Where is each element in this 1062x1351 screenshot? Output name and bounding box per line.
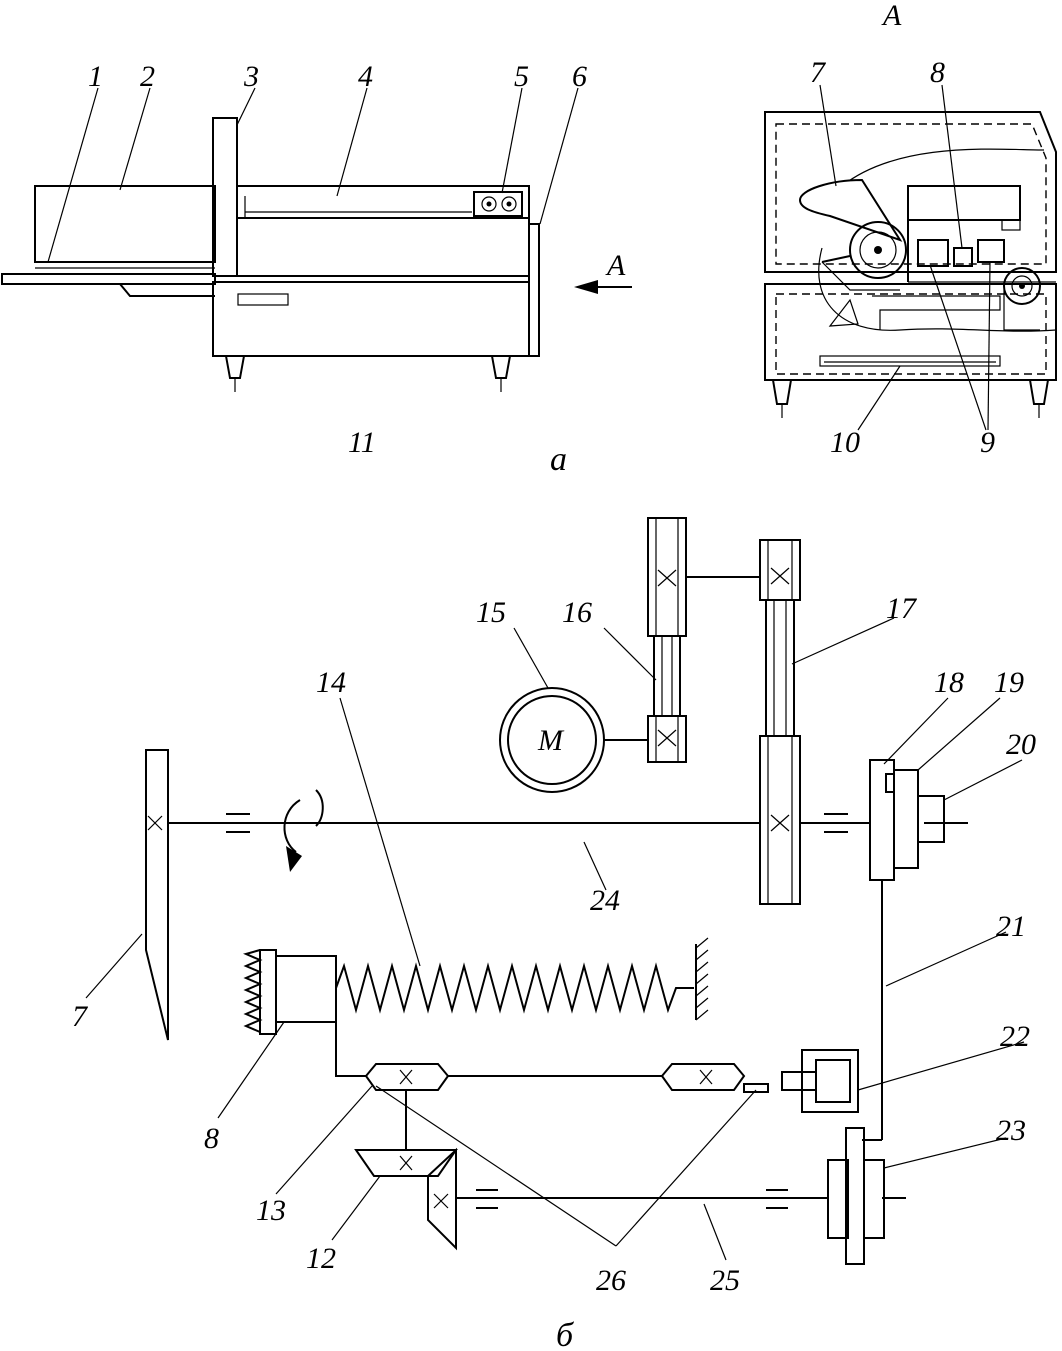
pulley-17-upper bbox=[759, 539, 801, 601]
gripper-8 bbox=[275, 955, 337, 1023]
spring-14 bbox=[335, 962, 694, 1014]
pulley-17-lower bbox=[759, 735, 801, 905]
caption-b: б bbox=[556, 1317, 575, 1351]
label-5: 5 bbox=[514, 60, 529, 93]
label-17: 17 bbox=[886, 592, 918, 625]
view-arrow-label: A bbox=[605, 249, 626, 282]
label-2: 2 bbox=[140, 60, 155, 93]
label-12: 12 bbox=[306, 1242, 336, 1275]
front-foot-right bbox=[1028, 379, 1050, 405]
label-7b: 7 bbox=[72, 1000, 89, 1033]
foot-left bbox=[224, 355, 246, 379]
label-20: 20 bbox=[1006, 728, 1036, 761]
label-1: 1 bbox=[88, 60, 103, 93]
guard-plate bbox=[212, 117, 238, 277]
sensor-block bbox=[953, 247, 973, 267]
feed-table bbox=[1, 273, 216, 285]
clutch-23-left bbox=[827, 1159, 849, 1239]
front-foot-left bbox=[771, 379, 793, 405]
belt-17 bbox=[765, 599, 795, 737]
clutch-19 bbox=[893, 769, 919, 869]
label-8b: 8 bbox=[204, 1122, 219, 1155]
label-6: 6 bbox=[572, 60, 587, 93]
label-4: 4 bbox=[358, 60, 373, 93]
side-view: A bbox=[1, 87, 632, 392]
end-plate bbox=[528, 223, 540, 357]
front-view: A bbox=[764, 0, 1057, 431]
label-7a: 7 bbox=[810, 56, 827, 89]
view-title: A bbox=[881, 0, 902, 32]
clutch-23-right bbox=[863, 1159, 885, 1239]
knife bbox=[145, 749, 169, 1041]
foot-right bbox=[490, 355, 512, 379]
bottom-tray bbox=[819, 355, 1001, 367]
label-9: 9 bbox=[980, 426, 995, 459]
belt-16 bbox=[653, 635, 681, 717]
solenoid-22 bbox=[801, 1049, 859, 1113]
front-internal-frame bbox=[907, 185, 1021, 221]
rotation-arrow bbox=[283, 799, 301, 853]
label-3: 3 bbox=[243, 60, 259, 93]
control-buttons bbox=[473, 191, 523, 217]
front-upper-housing bbox=[764, 111, 1057, 273]
kinematic-scheme: M bbox=[85, 517, 1025, 1265]
bevel-gear-mating bbox=[427, 1147, 457, 1251]
front-lower-housing bbox=[764, 283, 1057, 381]
label-13: 13 bbox=[256, 1194, 286, 1227]
motor-symbol: M bbox=[537, 724, 565, 757]
front-small-pulley bbox=[1003, 267, 1041, 305]
pulley-16-upper bbox=[647, 517, 687, 637]
bevel-gear-12 bbox=[354, 1149, 458, 1177]
sprocket-13 bbox=[364, 1063, 450, 1091]
label-18: 18 bbox=[934, 666, 964, 699]
cabinet-slot bbox=[237, 293, 289, 306]
caption-a: a bbox=[550, 441, 567, 478]
label-11: 11 bbox=[348, 426, 376, 459]
label-10: 10 bbox=[830, 426, 860, 459]
pulley-16-lower bbox=[647, 715, 687, 763]
upper-housing bbox=[236, 185, 530, 277]
label-24: 24 bbox=[590, 884, 620, 917]
base-cabinet bbox=[212, 281, 530, 357]
feed-table-support bbox=[119, 283, 215, 297]
sprocket-26 bbox=[660, 1063, 746, 1091]
material-stack bbox=[34, 185, 216, 263]
label-19: 19 bbox=[994, 666, 1024, 699]
brake-20 bbox=[917, 795, 945, 843]
label-25: 25 bbox=[710, 1264, 740, 1297]
switch-block bbox=[917, 239, 949, 267]
label-26: 26 bbox=[596, 1264, 626, 1297]
label-14: 14 bbox=[316, 666, 346, 699]
clutch-18 bbox=[869, 759, 895, 881]
label-8a: 8 bbox=[930, 56, 945, 89]
label-23: 23 bbox=[996, 1114, 1026, 1147]
label-16: 16 bbox=[562, 596, 592, 629]
label-22: 22 bbox=[1000, 1020, 1030, 1053]
front-blade bbox=[798, 178, 903, 242]
relay-block bbox=[977, 239, 1005, 263]
label-15: 15 bbox=[476, 596, 506, 629]
label-21: 21 bbox=[996, 910, 1026, 943]
front-main-pulley bbox=[849, 221, 907, 279]
